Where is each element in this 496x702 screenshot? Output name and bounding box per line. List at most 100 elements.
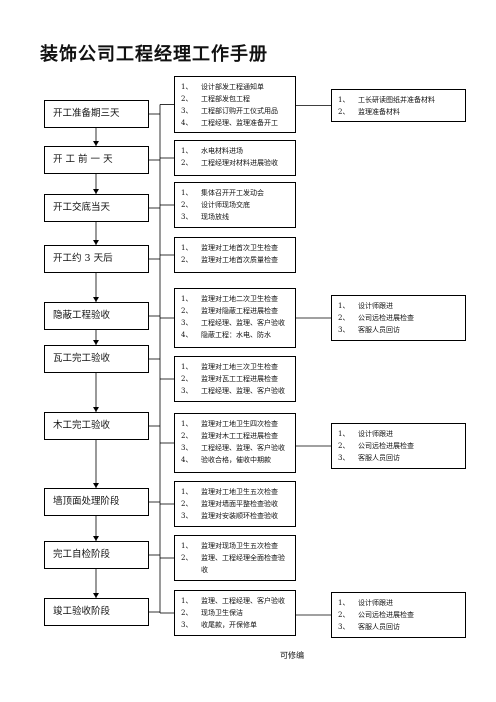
flow-arrow-head [93, 141, 99, 146]
task-number: 2、 [181, 609, 193, 617]
task-item: 1、集体召开开工发动会 [181, 187, 291, 199]
task-item: 2、工程部发包工程 [181, 93, 291, 105]
task-number: 1、 [181, 363, 193, 371]
task-item: 3、工程经理、监理、客户验收 [181, 385, 291, 397]
note-number: 3、 [338, 454, 350, 462]
note-number: 1、 [338, 599, 350, 607]
stage-box: 开 工 前 一 天 [44, 146, 149, 174]
task-item: 3、收尾款，开保修单 [181, 619, 291, 631]
task-item: 1、监理对工地卫生四次检查 [181, 418, 291, 430]
task-text: 监理对工地卫生四次检查 [201, 420, 278, 428]
task-number: 1、 [181, 295, 193, 303]
note-item: 1、设计师跟进 [338, 597, 461, 609]
flow-arrow-head [93, 240, 99, 245]
task-text: 工程经理、监理、客户验收 [201, 387, 285, 395]
note-text: 设计师跟进 [358, 302, 393, 310]
note-item: 2、公司远检进展检查 [338, 440, 461, 452]
task-number: 2、 [181, 554, 193, 562]
task-item: 2、监理对瓦工工程进展检查 [181, 373, 291, 385]
task-item: 2、监理对工地首次质量检查 [181, 254, 291, 266]
note-item: 2、公司远检进展检查 [338, 312, 461, 324]
task-item: 3、工程经理、监理、客户验收 [181, 442, 291, 454]
stage-box: 墙顶面处理阶段 [44, 488, 149, 516]
task-item: 1、监理对工地三次卫生检查 [181, 361, 291, 373]
task-item: 1、监理对现场卫生五次检查 [181, 540, 291, 552]
task-number: 3、 [181, 213, 193, 221]
task-text: 监理对瓦工工程进展检查 [201, 375, 278, 383]
task-text: 设计部发工程通知单 [201, 83, 264, 91]
task-text: 现场放线 [201, 213, 229, 221]
footer-text: 可修编 [280, 651, 304, 660]
note-text: 公司远检进展检查 [358, 442, 414, 450]
task-number: 2、 [181, 432, 193, 440]
task-item: 2、监理对墙面平整检查验收 [181, 498, 291, 510]
task-item: 2、现场卫生保洁 [181, 607, 291, 619]
task-item: 4、隐蔽工程：水电、防水 [181, 329, 291, 341]
note-number: 2、 [338, 611, 350, 619]
task-item: 2、监理、工程经理全面检查验 [181, 552, 291, 564]
task-item: 1、水电材料进场 [181, 145, 291, 157]
task-item: 3、工程经理、监理、客户验收 [181, 317, 291, 329]
task-number: 2、 [181, 307, 193, 315]
task-text: 监理对工地三次卫生检查 [201, 363, 278, 371]
task-number: 1、 [181, 189, 193, 197]
note-item: 3、客服人员回访 [338, 621, 461, 633]
task-item: 1、设计部发工程通知单 [181, 81, 291, 93]
task-number: 1、 [181, 488, 193, 496]
note-item: 1、工长研读图纸并准备材料 [338, 94, 461, 106]
note-number: 2、 [338, 314, 350, 322]
flow-arrow-head [93, 593, 99, 598]
task-text: 工程经理、监理、客户验收 [201, 444, 285, 452]
stage-box: 瓦工完工验收 [44, 345, 149, 373]
note-number: 1、 [338, 302, 350, 310]
note-item: 2、公司远检进展检查 [338, 609, 461, 621]
task-number: 3、 [181, 512, 193, 520]
stage-box: 竣工验收阶段 [44, 598, 149, 626]
task-number: 3、 [181, 621, 193, 629]
task-item: 1、监理、工程经理、客户验收 [181, 595, 291, 607]
task-item: 4、工程经理、监理准备开工 [181, 117, 291, 129]
task-item: 3、工程部订购开工仪式用品 [181, 105, 291, 117]
task-text: 隐蔽工程：水电、防水 [201, 331, 271, 339]
task-text: 监理对墙面平整检查验收 [201, 500, 278, 508]
task-item: 3、监理对安装顺环检查验收 [181, 510, 291, 522]
task-text: 监理、工程经理全面检查验 [201, 554, 285, 562]
task-text: 集体召开开工发动会 [201, 189, 264, 197]
flow-arrow-head [93, 189, 99, 194]
note-item: 3、客服人员回访 [338, 324, 461, 336]
task-text: 设计师现场交底 [201, 201, 250, 209]
note-item: 2、监理准备材料 [338, 106, 461, 118]
task-text: 监理对现场卫生五次检查 [201, 542, 278, 550]
task-number: 1、 [181, 244, 193, 252]
note-number: 3、 [338, 623, 350, 631]
task-text: 收尾款，开保修单 [201, 621, 257, 629]
note-text: 设计师跟进 [358, 599, 393, 607]
stage-box: 木工完工验收 [44, 412, 149, 440]
task-number: 3、 [181, 444, 193, 452]
task-number: 4、 [181, 119, 193, 127]
note-text: 监理准备材料 [358, 108, 400, 116]
task-item: 4、验收合格，催收中期款 [181, 454, 291, 466]
note-text: 设计师跟进 [358, 430, 393, 438]
task-number: 2、 [181, 256, 193, 264]
task-number: 2、 [181, 159, 193, 167]
task-number: 2、 [181, 500, 193, 508]
task-item: 2、工程经理对材料进展验收 [181, 157, 291, 169]
task-text: 工程部发包工程 [201, 95, 250, 103]
task-text: 水电材料进场 [201, 147, 243, 155]
task-item: 1、监理对工地首次卫生检查 [181, 242, 291, 254]
task-text: 工程经理、监理、客户验收 [201, 319, 285, 327]
task-text: 现场卫生保洁 [201, 609, 243, 617]
task-text: 监理对工地卫生五次检查 [201, 488, 278, 496]
